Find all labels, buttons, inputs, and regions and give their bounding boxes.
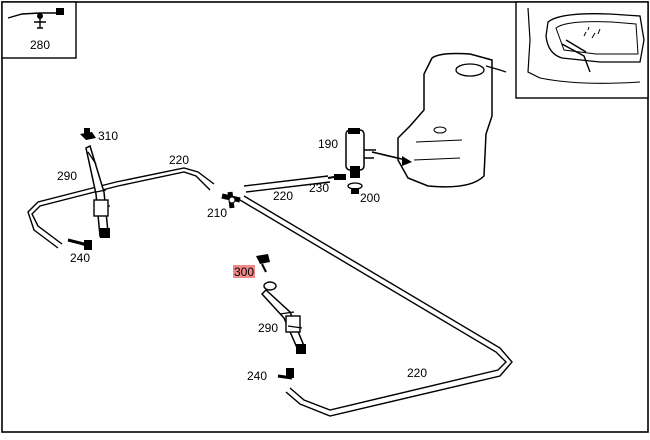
part-label-310: 310 xyxy=(98,129,119,143)
part-label-290-left: 290 xyxy=(57,169,78,183)
part-label-230: 230 xyxy=(309,181,330,195)
part-label-220-lower: 220 xyxy=(407,366,428,380)
inset-clip-280 xyxy=(1,1,77,59)
part-label-190: 190 xyxy=(318,137,339,151)
left-nozzle-assembly xyxy=(67,128,110,250)
grommet xyxy=(347,182,363,194)
part-label-220-short: 220 xyxy=(273,189,294,203)
t-piece-connector xyxy=(221,191,241,209)
hose-lines xyxy=(27,167,513,417)
diagram-border xyxy=(1,1,649,433)
part-label-240-lower: 240 xyxy=(247,369,268,383)
right-nozzle-assembly xyxy=(256,254,306,380)
inset-vehicle-view xyxy=(515,1,649,99)
washer-pump xyxy=(345,128,412,178)
part-label-210: 210 xyxy=(207,206,228,220)
hose-connector xyxy=(327,174,346,180)
washer-fluid-reservoir xyxy=(397,52,507,188)
part-label-290-lower: 290 xyxy=(258,321,279,335)
part-label-240-left: 240 xyxy=(70,251,91,265)
part-label-220-upper: 220 xyxy=(169,153,190,167)
part-label-300-highlighted: 300 xyxy=(233,265,256,279)
part-label-200: 200 xyxy=(360,191,381,205)
part-label-280: 280 xyxy=(30,38,51,52)
